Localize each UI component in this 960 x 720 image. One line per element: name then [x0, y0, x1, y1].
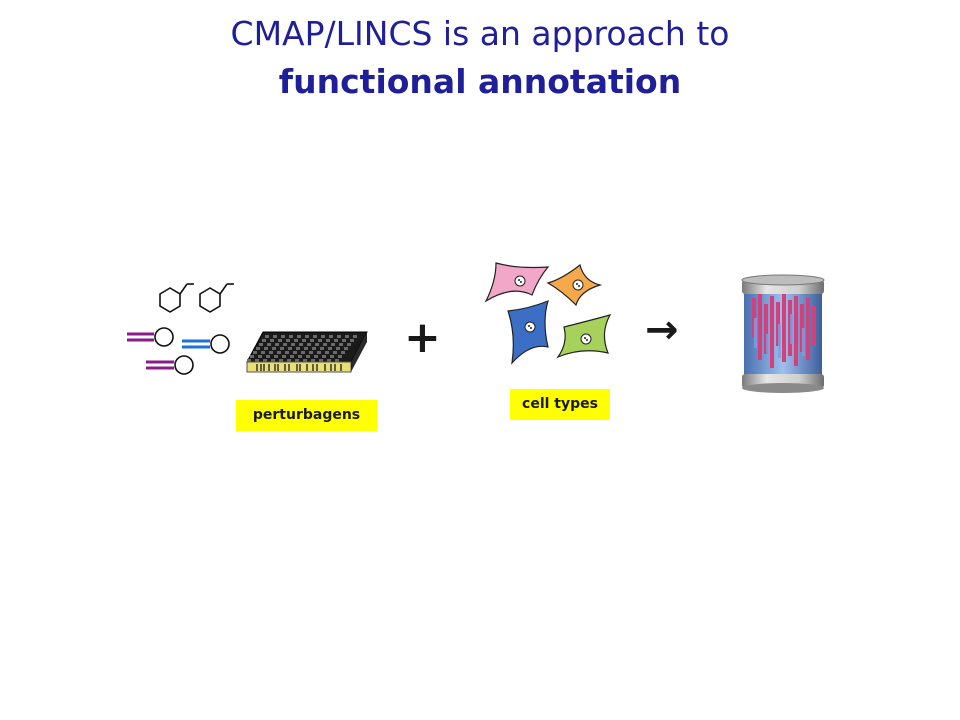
cell-icon — [507, 299, 549, 365]
shrna-icon — [127, 327, 230, 375]
arrow-icon: → — [645, 307, 679, 353]
chemical-compound-icon — [159, 283, 234, 313]
well-plate-icon — [246, 331, 368, 373]
title-line-1: CMAP/LINCS is an approach to — [230, 14, 730, 53]
cell-icon — [546, 263, 603, 307]
cell-types-label: cell types — [510, 389, 610, 420]
title-line-2: functional annotation — [278, 62, 682, 101]
cell-types-icon — [484, 262, 612, 365]
cell-icon — [556, 314, 612, 359]
cell-icon — [484, 262, 550, 303]
perturbagens-label: perturbagens — [236, 400, 377, 431]
database-icon — [741, 274, 825, 393]
plus-sign: + — [404, 312, 441, 363]
